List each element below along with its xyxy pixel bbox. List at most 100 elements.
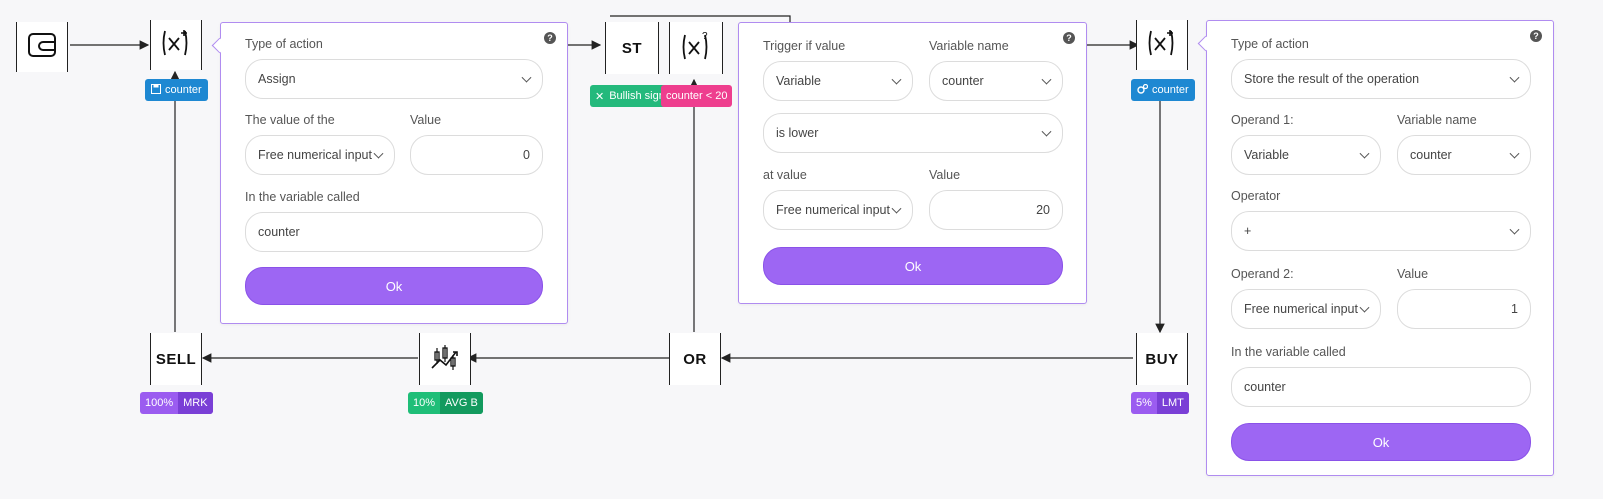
ok-button[interactable]: Ok xyxy=(245,267,543,305)
trigger-select[interactable]: Variable xyxy=(763,61,913,101)
sell-node-label: SELL xyxy=(155,350,197,368)
value-input[interactable]: 20 xyxy=(929,190,1063,230)
condition-variable-icon: ? xyxy=(679,30,713,67)
operand2-label: Operand 2: xyxy=(1231,267,1294,281)
value-input-value: 20 xyxy=(1036,203,1050,217)
chevron-down-icon xyxy=(1359,302,1370,313)
buy-node-label: BUY xyxy=(1145,350,1179,368)
svg-text:?: ? xyxy=(702,31,708,42)
or-node[interactable]: OR xyxy=(669,333,721,385)
type-of-action-value: Assign xyxy=(258,72,296,86)
ok-button[interactable]: Ok xyxy=(1231,423,1531,461)
operation-variable-node[interactable] xyxy=(1136,20,1188,70)
comparison-value: is lower xyxy=(776,126,819,140)
buy-percent: 5% xyxy=(1136,397,1152,409)
chevron-down-icon xyxy=(891,203,902,214)
candlestick-chart-icon xyxy=(429,342,461,377)
buy-node[interactable]: BUY xyxy=(1136,333,1188,385)
operation-panel: ? Type of action Store the result of the… xyxy=(1206,20,1554,476)
sell-order-type: MRK xyxy=(178,392,213,414)
or-node-label: OR xyxy=(683,350,707,368)
type-of-action-label: Type of action xyxy=(1231,37,1309,51)
chevron-down-icon xyxy=(1509,224,1520,235)
value-input-value: 1 xyxy=(1511,302,1518,316)
variable-called-label: In the variable called xyxy=(245,190,360,204)
condition-chip-label: counter < 20 xyxy=(666,90,728,102)
variable-called-value: counter xyxy=(1244,380,1286,394)
at-value-value: Free numerical input xyxy=(776,203,890,217)
buy-order-type: LMT xyxy=(1156,392,1189,414)
store-variable-chip[interactable]: counter xyxy=(1131,79,1195,101)
variable-called-input[interactable]: counter xyxy=(245,212,543,252)
operand2-select[interactable]: Free numerical input xyxy=(1231,289,1381,329)
variable-called-input[interactable]: counter xyxy=(1231,367,1531,407)
help-icon[interactable]: ? xyxy=(544,32,556,44)
average-buy-chip[interactable]: 10% AVG B xyxy=(408,392,483,414)
at-value-select[interactable]: Free numerical input xyxy=(763,190,913,230)
value-input-value: 0 xyxy=(523,148,530,162)
variable-name-value: counter xyxy=(942,74,984,88)
chevron-down-icon xyxy=(1509,72,1520,83)
gears-icon xyxy=(1137,83,1149,97)
average-buy-percent: 10% xyxy=(413,397,436,409)
chevron-down-icon xyxy=(1359,148,1370,159)
save-icon xyxy=(151,83,161,97)
variable-name-value: counter xyxy=(1410,148,1452,162)
operator-value: + xyxy=(1244,224,1252,238)
variable-name-select[interactable]: counter xyxy=(1397,135,1531,175)
trigger-label: Trigger if value xyxy=(763,39,846,53)
condition-chip[interactable]: counter < 20 xyxy=(661,85,733,107)
help-icon[interactable]: ? xyxy=(1530,30,1542,42)
value-input[interactable]: 0 xyxy=(410,135,543,175)
bullish-signal-chip[interactable]: ✕ Bullish sign xyxy=(590,85,672,107)
value-label: Value xyxy=(1397,267,1429,281)
store-variable-chip-label: counter xyxy=(1152,84,1189,96)
assign-variable-icon xyxy=(159,27,193,64)
st-node-label: ST xyxy=(621,39,643,57)
average-buy-node[interactable] xyxy=(419,333,471,385)
comparison-select[interactable]: is lower xyxy=(763,113,1063,153)
chevron-down-icon xyxy=(521,72,532,83)
value-of-select[interactable]: Free numerical input xyxy=(245,135,395,175)
variable-called-label: In the variable called xyxy=(1231,345,1346,359)
sell-node[interactable]: SELL xyxy=(150,333,202,385)
operand1-value: Variable xyxy=(1244,148,1289,162)
chevron-down-icon xyxy=(1041,126,1052,137)
sell-percent: 100% xyxy=(145,397,174,409)
operand1-label: Operand 1: xyxy=(1231,113,1294,127)
type-of-action-label: Type of action xyxy=(245,37,323,51)
value-input[interactable]: 1 xyxy=(1397,289,1531,329)
value-of-label: The value of the xyxy=(245,113,335,127)
chevron-down-icon xyxy=(1509,148,1520,159)
variable-called-value: counter xyxy=(258,225,300,239)
type-of-action-select[interactable]: Store the result of the operation xyxy=(1231,59,1531,99)
close-icon[interactable]: ✕ xyxy=(595,90,605,103)
st-node[interactable]: ST xyxy=(605,22,659,74)
wallet-icon xyxy=(26,30,58,65)
sell-order-chip[interactable]: 100% MRK xyxy=(140,392,213,414)
type-of-action-select[interactable]: Assign xyxy=(245,59,543,99)
average-buy-type: AVG B xyxy=(440,392,483,414)
chevron-down-icon xyxy=(373,148,384,159)
wallet-node[interactable] xyxy=(16,22,68,72)
buy-order-chip[interactable]: 5% LMT xyxy=(1131,392,1189,414)
assign-variable-chip[interactable]: counter xyxy=(145,79,208,101)
chevron-down-icon xyxy=(1041,74,1052,85)
ok-button[interactable]: Ok xyxy=(763,247,1063,285)
operand1-select[interactable]: Variable xyxy=(1231,135,1381,175)
operator-label: Operator xyxy=(1231,189,1281,203)
variable-name-select[interactable]: counter xyxy=(929,61,1063,101)
assign-variable-node[interactable] xyxy=(150,20,202,70)
type-of-action-value: Store the result of the operation xyxy=(1244,72,1420,86)
operand2-value: Free numerical input xyxy=(1244,302,1358,316)
operator-select[interactable]: + xyxy=(1231,211,1531,251)
trigger-value: Variable xyxy=(776,74,821,88)
assign-action-panel: ? Type of action Assign The value of the… xyxy=(220,22,568,324)
operation-variable-icon xyxy=(1145,27,1179,64)
value-label: Value xyxy=(410,113,442,127)
help-icon[interactable]: ? xyxy=(1063,32,1075,44)
condition-variable-node[interactable]: ? xyxy=(669,22,723,74)
variable-name-label: Variable name xyxy=(929,39,1009,53)
value-label: Value xyxy=(929,168,961,182)
